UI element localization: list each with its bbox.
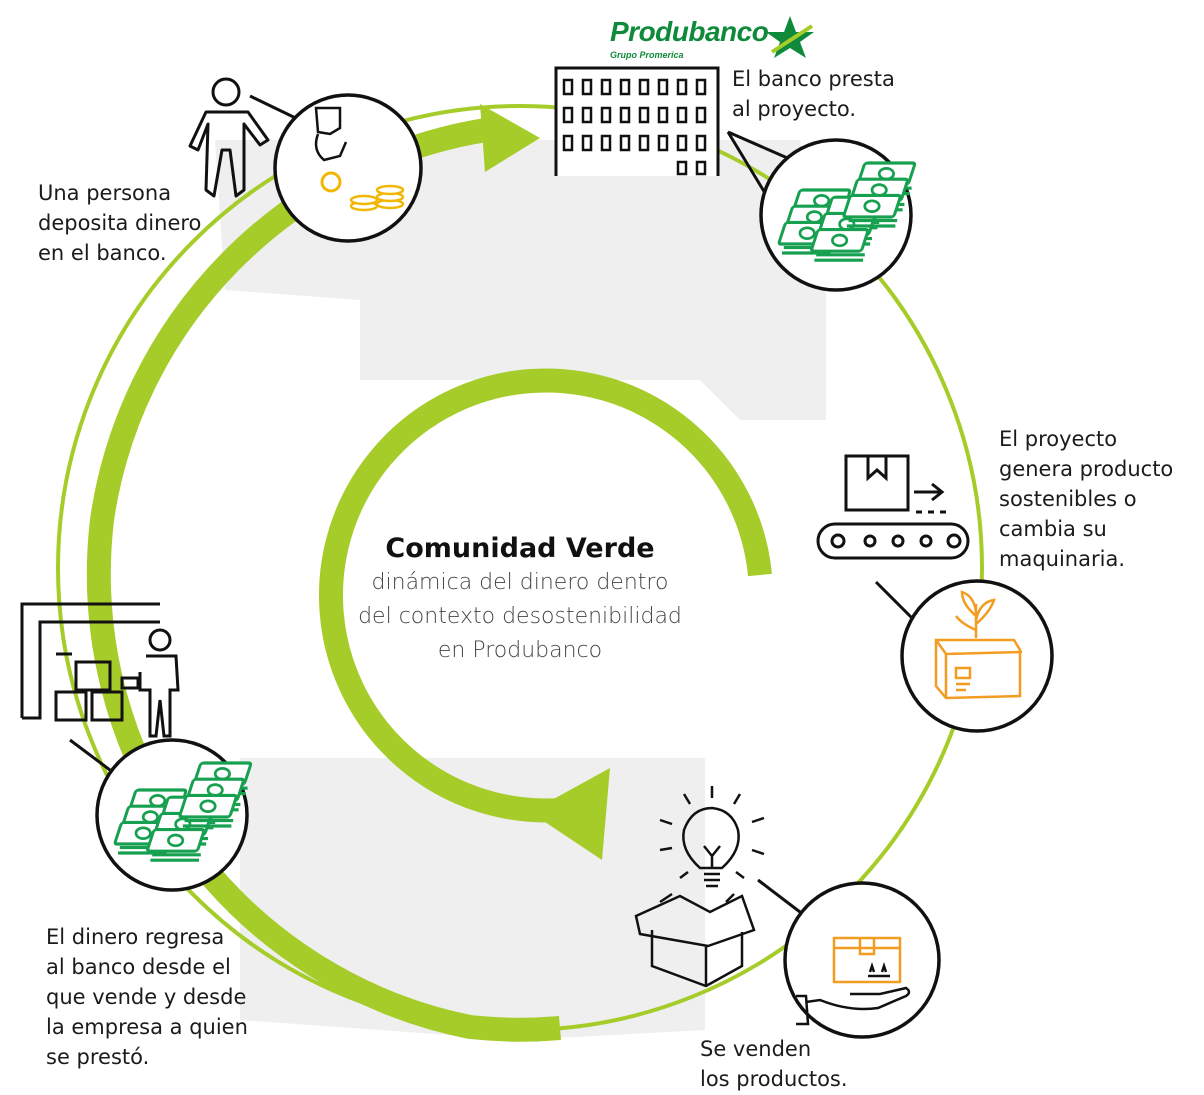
step-label-return: El dinero regresa al banco desde el que … <box>46 922 248 1072</box>
inner-ring-arrowhead <box>530 768 610 860</box>
lightbulb-icon <box>659 786 765 888</box>
outer-arc-arrowhead <box>480 104 540 172</box>
label-line: que vende y desde <box>46 985 247 1009</box>
label-line: maquinaria. <box>999 547 1125 571</box>
bank-building-icon <box>554 66 720 176</box>
coins-stack-icon <box>349 184 405 212</box>
step-label-deposit: Una persona deposita dinero en el banco. <box>38 178 201 268</box>
brand-name: Produbanco <box>610 16 769 47</box>
brand-group: Grupo Promerica <box>610 50 684 60</box>
center-title: Comunidad Verde <box>385 533 655 564</box>
person-icon <box>188 77 270 198</box>
produbanco-star-icon <box>766 16 814 58</box>
outer-arc-thick <box>86 118 562 1042</box>
deposit-bubble <box>273 93 423 243</box>
center-subtitle-line: en Produbanco <box>437 638 603 663</box>
label-line: en el banco. <box>38 241 167 265</box>
center-caption: Comunidad Verde dinámica del dinero dent… <box>300 532 740 668</box>
label-line: se prestó. <box>46 1045 150 1069</box>
conveyor-icon <box>816 454 970 560</box>
center-subtitle-line: del contexto desostenibilidad <box>358 604 682 629</box>
coin-drop-icon <box>314 106 348 193</box>
label-line: El proyecto <box>999 427 1118 451</box>
eco-box-icon <box>934 590 1023 700</box>
label-line: deposita dinero <box>38 211 202 235</box>
label-line: cambia su <box>999 517 1107 541</box>
label-line: sostenibles o <box>999 487 1137 511</box>
center-subtitle-line: dinámica del dinero dentro <box>371 570 669 595</box>
warehouse-worker-icon <box>20 602 180 738</box>
label-line: al proyecto. <box>732 97 857 121</box>
label-line: los productos. <box>700 1067 848 1091</box>
step-label-loan: El banco presta al proyecto. <box>732 64 895 124</box>
return-bubble-tail <box>69 738 111 772</box>
step-label-produce: El proyecto genera producto sostenibles … <box>999 424 1173 574</box>
step-label-sell: Se venden los productos. <box>700 1034 848 1094</box>
hand-package-icon <box>796 936 911 1026</box>
sell-bubble-tail <box>757 878 801 914</box>
label-line: la empresa a quien <box>46 1015 248 1039</box>
inner-ring <box>318 368 772 823</box>
loan-bubble-tail <box>727 130 793 162</box>
open-box-icon <box>634 892 756 988</box>
label-line: genera producto <box>999 457 1174 481</box>
label-line: al banco desde el <box>46 955 231 979</box>
label-line: El dinero regresa <box>46 925 225 949</box>
produce-bubble <box>900 579 1054 733</box>
label-line: El banco presta <box>732 67 895 91</box>
label-line: Se venden <box>700 1037 812 1061</box>
label-line: Una persona <box>38 181 172 205</box>
produbanco-logo: Produbanco Grupo Promerica <box>610 16 769 60</box>
